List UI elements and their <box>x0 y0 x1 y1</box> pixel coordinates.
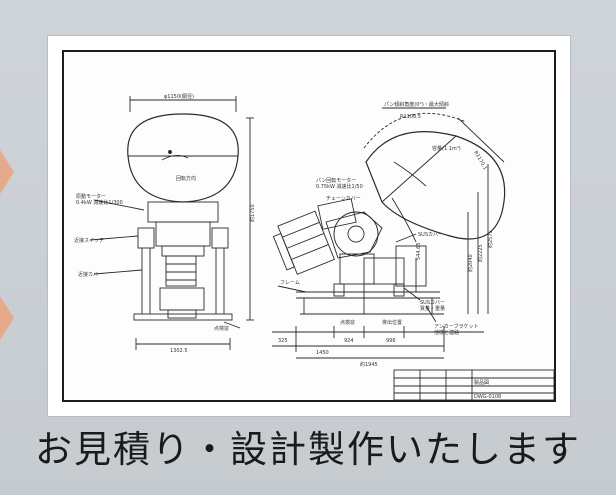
sus-cover-2-note-label: 質量・重量 <box>420 305 445 312</box>
dim-h-right-1-label: 約2040 <box>467 254 474 272</box>
hopper-label: 容量(1.1m³) <box>432 145 461 152</box>
sus-cover-2-label: SUSカバー <box>420 300 445 306</box>
drawing-frame: φ1150(胴径) 原動モーター 0.4kW 減速比1/300 回転方向 近接ス… <box>62 50 556 402</box>
dim-r1-label: 924 <box>344 338 354 344</box>
inspect-right-label: 点検窓 <box>340 319 355 326</box>
dim-diameter-label: φ1150(胴径) <box>164 93 194 100</box>
drawing-sheet: φ1150(胴径) 原動モーター 0.4kW 減速比1/300 回転方向 近接ス… <box>48 36 570 416</box>
chain-cover-label: チェーンカバー <box>326 196 361 202</box>
anchor-label: アンカーブラケット <box>434 323 479 330</box>
limit-switch-label: 近接スイッチ <box>74 237 104 244</box>
arrow-left-icon <box>0 296 14 340</box>
motor-left-label: 原動モーター <box>76 193 106 200</box>
caption-text: お見積り・設計製作いたします <box>35 428 581 471</box>
dim-h-right-3-label: 約2575 <box>487 230 494 248</box>
foot-left-label: 点検窓 <box>214 325 229 332</box>
frame-label: フレーム <box>280 280 300 286</box>
motor-left-spec-label: 0.4kW 減速比1/300 <box>76 199 123 206</box>
titleblock-name: 製品図 <box>474 379 489 386</box>
dim-r2-label: 1450 <box>316 350 329 356</box>
tilt-note-label: パン傾斜角度(0°)・最大傾斜 <box>384 101 449 108</box>
arrow-left-icon <box>0 150 14 194</box>
dim-r4-label: 325 <box>278 338 288 344</box>
technical-drawing: φ1150(胴径) 原動モーター 0.4kW 減速比1/300 回転方向 近接ス… <box>74 93 554 400</box>
rotation-label: 回転方向 <box>176 175 196 182</box>
dim-h-right-2-label: 約2225 <box>477 244 484 262</box>
motor-right-spec-label: 0.75kW 減速比1/50 <box>316 183 363 190</box>
limit-cover-label: 近接カバー <box>78 271 103 278</box>
dim-diag-label: R1170.1 <box>472 150 488 171</box>
titleblock-number: DWG-0108 <box>474 394 501 400</box>
sus-cover-1-label: SUSカバー <box>418 232 443 238</box>
dim-r3-label: 996 <box>386 338 396 344</box>
dim-width-left-label: 1302.5 <box>170 348 188 354</box>
discharge-label: 排出位置 <box>382 319 402 326</box>
dim-mid-label: 544.65 <box>416 243 422 261</box>
dim-height-left-label: 約1750 <box>249 204 256 222</box>
motor-right-label: パン回転モーター <box>316 177 356 184</box>
dim-total-label: 約1945 <box>360 361 378 368</box>
dim-arc-label: R1108.5 <box>400 114 421 120</box>
anchor-note-label: 他機と連結 <box>434 329 459 336</box>
